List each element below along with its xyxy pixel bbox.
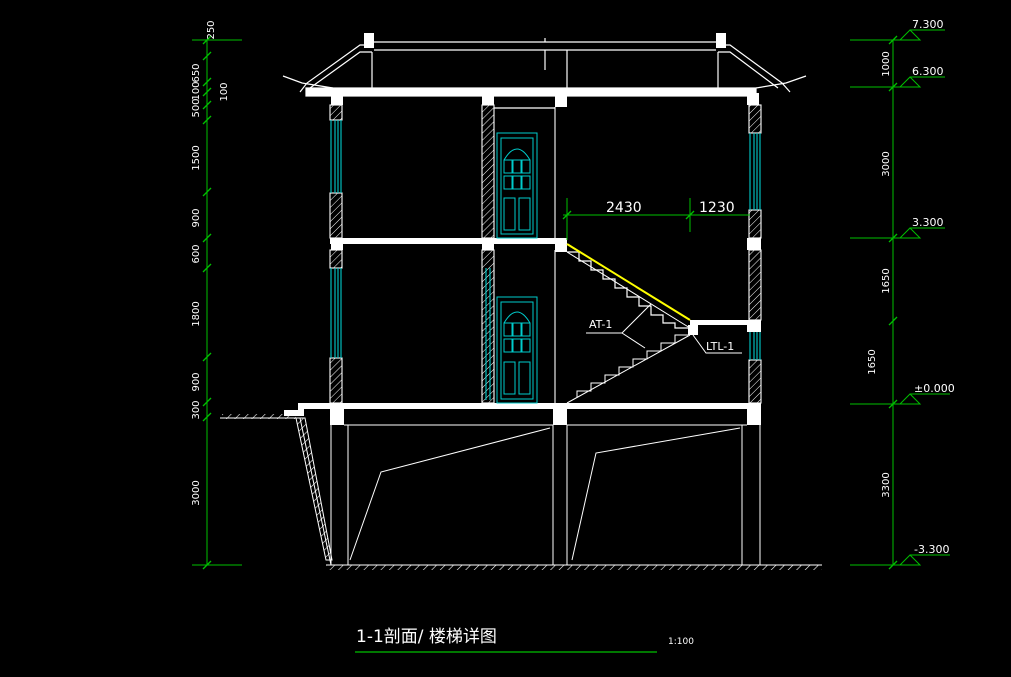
left-dimension-chain bbox=[192, 35, 242, 570]
right-dimension-chain bbox=[850, 29, 950, 570]
stair-dimension-line bbox=[562, 198, 750, 240]
floor-slabs bbox=[284, 238, 761, 425]
elevation-7300: 7.300 bbox=[912, 18, 944, 31]
dim-650: 650 bbox=[191, 63, 202, 82]
dim-100a: 100 bbox=[191, 81, 202, 100]
dim-900a: 900 bbox=[191, 208, 202, 227]
dim-1650b: 1650 bbox=[867, 349, 878, 374]
dim-3300: 3300 bbox=[881, 472, 892, 497]
stair-label-leaders bbox=[586, 303, 742, 354]
dim-900b: 900 bbox=[191, 372, 202, 391]
stair-dim-2430: 2430 bbox=[606, 200, 642, 216]
dim-100b: 100 bbox=[219, 82, 230, 101]
elevation-6300: 6.300 bbox=[912, 65, 944, 78]
stair-lower-flight bbox=[566, 334, 691, 404]
elevation-0000: ±0.000 bbox=[914, 382, 955, 395]
right-dimension-texts: 1000 3000 1650 1650 3300 bbox=[867, 51, 892, 497]
basement bbox=[220, 414, 822, 570]
door-upper bbox=[496, 132, 538, 239]
label-at-1: AT-1 bbox=[589, 318, 612, 331]
elevation-labels: 7.300 6.300 3.300 ±0.000 -3.300 bbox=[912, 18, 955, 556]
dim-1650a: 1650 bbox=[881, 268, 892, 293]
dim-250: 250 bbox=[206, 20, 217, 39]
label-ltl-1: LTL-1 bbox=[706, 340, 734, 353]
dim-300: 300 bbox=[191, 400, 202, 419]
drawing-scale: 1:100 bbox=[668, 637, 694, 647]
left-dimension-texts: 250 650 100 100 500 1500 900 600 1800 90… bbox=[191, 20, 230, 505]
dim-3000-right: 3000 bbox=[881, 151, 892, 176]
dim-1800: 1800 bbox=[191, 301, 202, 326]
dim-1500: 1500 bbox=[191, 145, 202, 170]
roof bbox=[282, 33, 807, 109]
elevation-3300: 3.300 bbox=[912, 216, 944, 229]
door-lower bbox=[496, 296, 538, 404]
stair-dim-1230: 1230 bbox=[699, 200, 735, 216]
stair-upper-flight bbox=[566, 243, 691, 329]
dim-3000: 3000 bbox=[191, 480, 202, 505]
dim-600: 600 bbox=[191, 244, 202, 263]
walls bbox=[329, 104, 762, 404]
dim-500: 500 bbox=[191, 98, 202, 117]
elevation-minus-3300: -3.300 bbox=[914, 543, 949, 556]
dim-1000: 1000 bbox=[881, 51, 892, 76]
drawing-title: 1-1剖面/ 楼梯详图 bbox=[356, 627, 497, 647]
